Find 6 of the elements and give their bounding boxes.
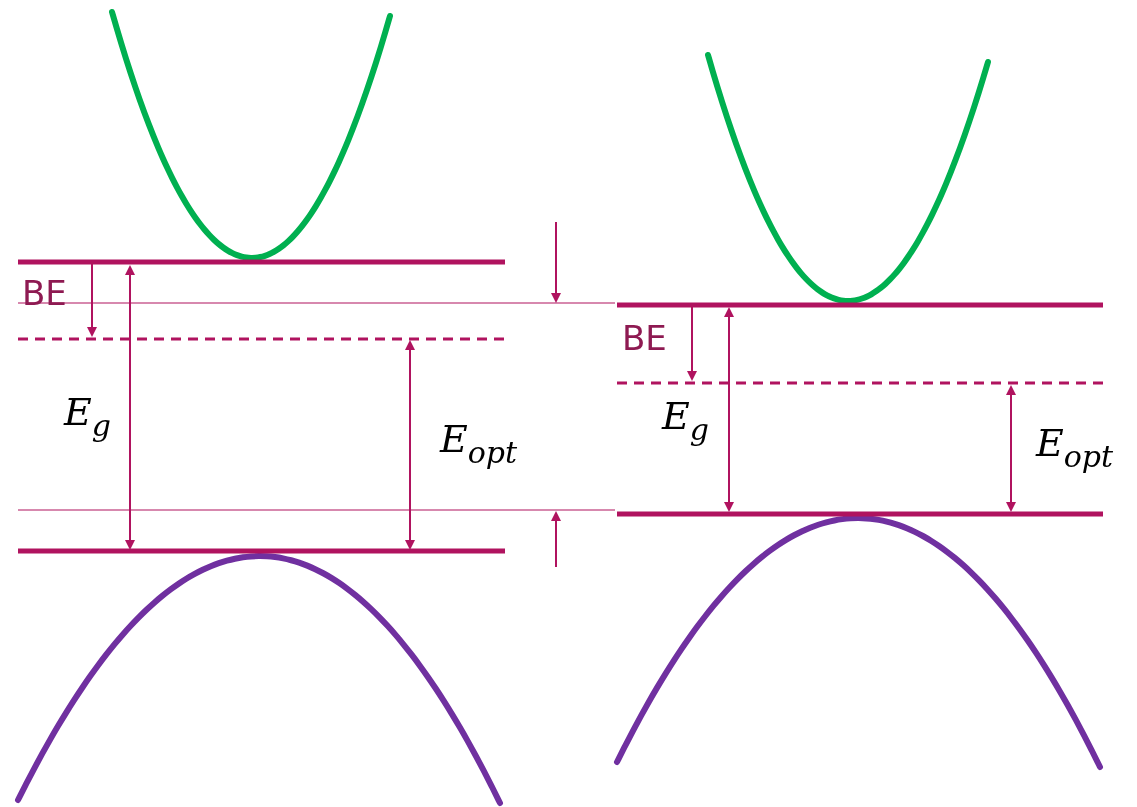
energy-label: E$_{opt}$ xyxy=(1036,424,1114,472)
binding-energy-label: BE xyxy=(22,276,67,310)
energy-label: E$_{g}$ xyxy=(662,397,709,445)
binding-energy-label: BE xyxy=(622,321,667,355)
energy-label: E$_{g}$ xyxy=(64,393,111,441)
energy-label: E$_{opt}$ xyxy=(440,420,518,468)
